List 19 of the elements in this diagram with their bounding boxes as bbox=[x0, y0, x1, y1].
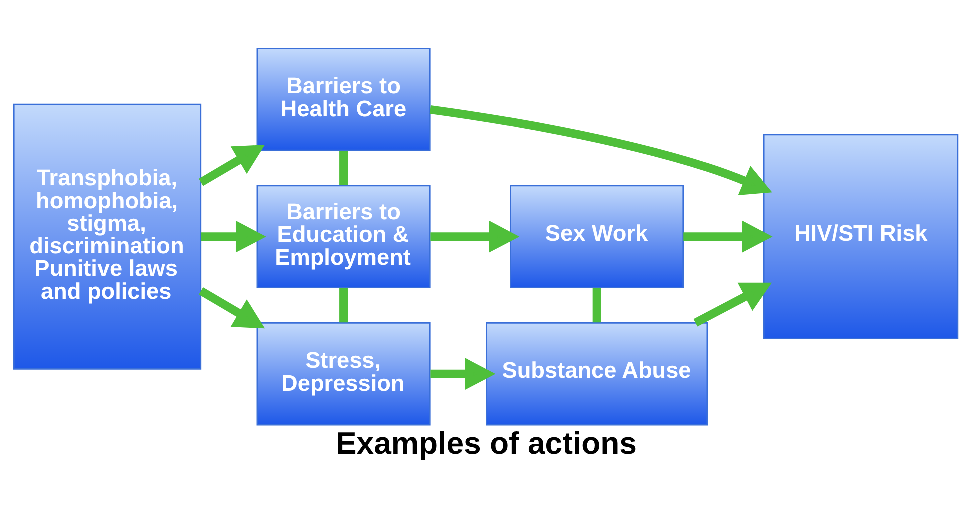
arrow bbox=[199, 144, 266, 186]
node-box: Sex Work bbox=[510, 184, 684, 288]
connector bbox=[340, 288, 348, 322]
node-box: Stress, Depression bbox=[256, 322, 431, 426]
connector bbox=[340, 150, 348, 185]
connector bbox=[592, 288, 602, 322]
node-box: Barriers to Education & Employment bbox=[256, 184, 431, 288]
arrow bbox=[430, 104, 772, 195]
caption: Examples of actions bbox=[336, 426, 637, 461]
arrow bbox=[684, 220, 773, 252]
node-box: HIV/STI Risk bbox=[763, 134, 959, 339]
arrow bbox=[199, 286, 266, 328]
node-box: Substance Abuse bbox=[486, 322, 708, 426]
arrow bbox=[694, 282, 772, 326]
node-box: Transphobia, homophobia, stigma, discrimination Punitive laws and policies bbox=[13, 103, 202, 370]
arrow bbox=[430, 358, 496, 390]
arrow bbox=[430, 220, 520, 252]
arrow bbox=[201, 220, 266, 252]
node-box: Barriers to Health Care bbox=[256, 47, 431, 151]
